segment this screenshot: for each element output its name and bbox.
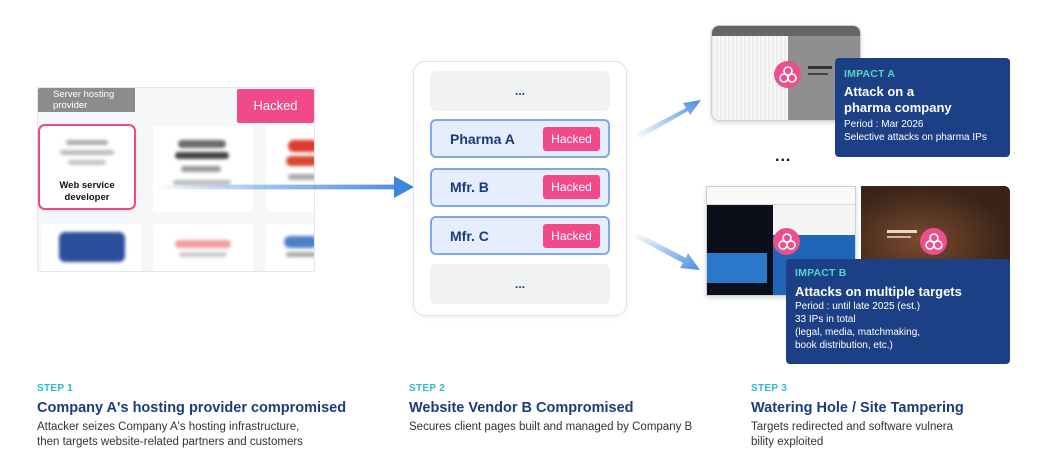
attacker-logo-icon — [773, 228, 800, 255]
hacked-badge: Hacked — [543, 175, 600, 199]
site-text — [887, 236, 911, 238]
impact-a-tag: IMPACT A — [844, 68, 896, 80]
step1-desc-line2: then targets website-related partners an… — [37, 436, 303, 448]
flow-arrow-shaft — [152, 184, 404, 190]
site-nav — [707, 187, 855, 205]
site-thumbnail — [41, 224, 141, 271]
impact-b-title: Attacks on multiple targets — [795, 284, 962, 299]
site-thumbnail — [153, 224, 253, 271]
impact-a-period: Period : Mar 2026 — [844, 119, 924, 130]
attacker-logo-icon — [920, 228, 947, 255]
vendor-row-ellipsis-bottom: ... — [430, 264, 610, 304]
step3-label: STEP 3 — [751, 383, 788, 394]
site-text — [808, 66, 832, 69]
step3-desc-line2: bility exploited — [751, 436, 824, 448]
hacked-badge: Hacked — [543, 224, 600, 248]
web-service-developer-card — [38, 124, 136, 210]
impact-a-title-line1: Attack on a — [844, 84, 915, 99]
step1-label: STEP 1 — [37, 383, 74, 394]
site-thumbnail — [266, 126, 314, 212]
web-service-developer-label: Web service developer — [59, 180, 115, 203]
vendor-row-name: Mfr. C — [450, 228, 489, 244]
hacked-badge: Hacked — [543, 127, 600, 151]
step2-desc-line1: Secures client pages built and managed b… — [409, 421, 693, 433]
hosting-provider-tag: Server hosting provider — [38, 88, 135, 112]
flow-arrow-down-icon — [634, 232, 700, 270]
impact-b-period: Period : until late 2025 (est.) — [795, 301, 921, 312]
site-thumbnail — [266, 224, 314, 271]
impact-a-desc: Selective attacks on pharma IPs — [844, 132, 987, 143]
impact-b-count: 33 IPs in total — [795, 314, 856, 325]
impact-b-tag: IMPACT B — [795, 267, 847, 279]
site-text — [887, 230, 917, 233]
step1-title: Company A's hosting provider compromised — [37, 400, 347, 416]
step3-caption: STEP 3 Watering Hole / Site Tampering Ta… — [751, 383, 1031, 450]
step2-title: Website Vendor B Compromised — [409, 400, 634, 416]
step2-caption: STEP 2 Website Vendor B Compromised Secu… — [409, 383, 739, 435]
site-text — [808, 73, 828, 75]
step3-desc-line1: Targets redirected and software vulnera — [751, 421, 953, 433]
step1-desc-line1: Attacker seizes Company A's hosting infr… — [37, 421, 300, 433]
more-ellipsis: ... — [775, 148, 792, 165]
impact-b-sectors-line1: (legal, media, matchmaking, — [795, 327, 921, 338]
impact-b-card: IMPACT B Attacks on multiple targets Per… — [786, 259, 1010, 364]
hacked-badge: Hacked — [237, 89, 314, 123]
step1-caption: STEP 1 Company A's hosting provider comp… — [37, 383, 367, 450]
site-content — [707, 253, 767, 283]
step2-label: STEP 2 — [409, 383, 446, 394]
vendor-row-name: Mfr. B — [450, 179, 489, 195]
browser-bar — [712, 26, 860, 36]
impact-a-title-line2: pharma company — [844, 100, 952, 115]
impact-a-card: IMPACT A Attack on a pharma company Peri… — [835, 58, 1010, 157]
flow-arrow-up-icon — [636, 100, 701, 139]
flow-arrow-head-icon — [394, 176, 414, 198]
vendor-row-ellipsis-top: ... — [430, 71, 610, 111]
site-thumbnail — [153, 126, 253, 212]
vendor-row-name: Pharma A — [450, 131, 515, 147]
attacker-logo-icon — [774, 61, 801, 88]
impact-b-sectors-line2: book distribution, etc.) — [795, 340, 893, 351]
step3-title: Watering Hole / Site Tampering — [751, 400, 964, 416]
